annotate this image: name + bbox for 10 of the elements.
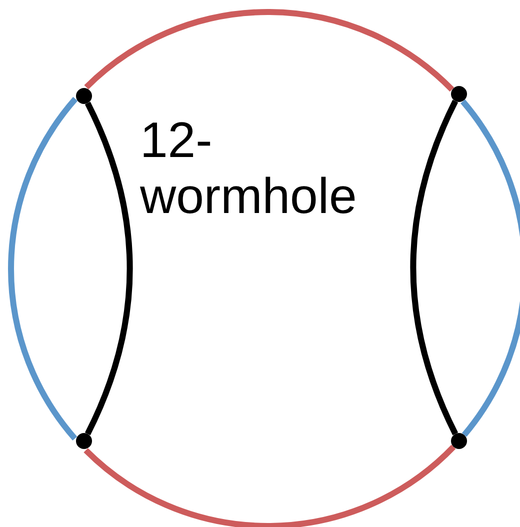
endpoint-dot	[76, 433, 92, 449]
diagram-label: 12-wormhole	[140, 112, 358, 224]
endpoint-dot	[76, 88, 92, 104]
curved-line	[410, 100, 458, 436]
endpoint-dot	[451, 86, 467, 102]
curved-line	[8, 97, 78, 440]
curved-line	[84, 102, 133, 436]
curved-line	[84, 9, 454, 92]
curved-line	[460, 100, 520, 437]
curved-line	[84, 444, 456, 527]
